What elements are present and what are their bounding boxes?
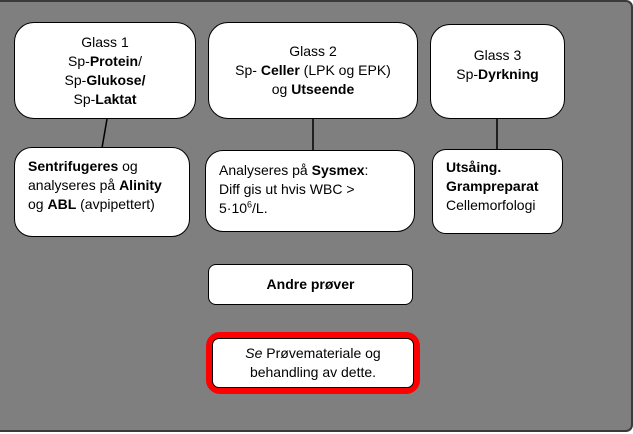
text-segment: /L. <box>252 200 268 216</box>
text-line: Se Prøvemateriale og <box>245 344 380 363</box>
text-segment: Prøvemateriale og <box>262 345 381 361</box>
text-line: Diff gis ut hvis WBC > <box>219 180 355 199</box>
text-line: 5·106/L. <box>219 199 268 218</box>
text-segment: Sentrifugeres <box>28 158 119 174</box>
text-segment: Protein <box>89 52 139 69</box>
text-line: Sp- Celler (LPK og EPK) <box>235 61 391 80</box>
text-line: Utsåing. <box>446 158 501 177</box>
text-line: Sp-Glukose/ <box>65 71 146 90</box>
text-segment: / <box>138 52 142 69</box>
text-line: Glass 2 <box>289 42 336 61</box>
connector-glass1-line <box>101 118 108 149</box>
text-line: Analyseres på Sysmex: <box>219 161 368 180</box>
text-segment: behandling av dette. <box>249 364 377 380</box>
andre-prover-box: Andre prøver <box>208 264 413 305</box>
text-segment: Sp- <box>235 62 261 78</box>
text-segment: analyseres på <box>28 177 120 193</box>
text-segment: Analyseres på <box>219 162 312 178</box>
text-line: Sp-Dyrkning <box>456 65 538 84</box>
text-line: Sentrifugeres og <box>28 157 138 176</box>
text-segment: : <box>364 162 369 178</box>
text-line: Glass 3 <box>474 46 521 65</box>
text-segment: Celler <box>260 62 300 78</box>
text-line: Cellemorfologi <box>446 196 535 215</box>
glass3-tube-box: Glass 3 Sp-Dyrkning <box>430 24 565 119</box>
text-segment: 5·10 <box>219 200 248 216</box>
text-line: Glass 1 <box>81 33 128 52</box>
text-segment: Glass 1 <box>81 33 129 50</box>
text-segment: (avpipettert) <box>76 196 155 212</box>
text-segment: Se <box>245 345 263 361</box>
text-segment: og <box>28 196 48 212</box>
text-segment: Laktat <box>95 90 137 107</box>
text-segment: Glukose/ <box>86 71 146 88</box>
text-segment: Glass 2 <box>289 43 337 59</box>
text-line: Andre prøver <box>267 275 355 294</box>
text-segment: Andre prøver <box>266 276 355 292</box>
text-line: analyseres på Alinity <box>28 176 162 195</box>
text-segment: Sp- <box>64 71 87 88</box>
text-segment: Alinity <box>119 177 162 193</box>
text-segment: Utsåing. <box>446 159 502 175</box>
text-segment: Dyrkning <box>478 66 539 82</box>
text-segment: Glass 3 <box>473 47 522 63</box>
text-line: og ABL (avpipettert) <box>28 195 155 214</box>
text-segment: Utseende <box>291 81 355 97</box>
text-segment: Grampreparat <box>446 178 539 194</box>
text-line: behandling av dette. <box>250 363 376 382</box>
text-segment: og <box>271 81 292 97</box>
analyseres-sysmex-process-box: Analyseres på Sysmex:Diff gis ut hvis WB… <box>205 150 415 232</box>
text-segment: (LPK og EPK) <box>299 62 391 78</box>
text-segment: Sp- <box>73 90 96 107</box>
text-segment: Sysmex <box>311 162 365 178</box>
text-segment: Sp- <box>456 66 479 82</box>
text-line: Grampreparat <box>446 177 539 196</box>
text-segment: Diff gis ut hvis WBC > <box>219 181 355 197</box>
text-line: og Utseende <box>272 80 355 99</box>
text-segment: og <box>118 158 138 174</box>
text-segment: 6 <box>247 199 253 210</box>
text-segment: Sp- <box>68 52 90 69</box>
text-line: Sp-Laktat <box>73 90 136 109</box>
text-segment: Cellemorfologi <box>446 197 536 213</box>
text-line: Sp-Protein/ <box>68 52 142 71</box>
text-segment: ABL <box>47 196 77 212</box>
